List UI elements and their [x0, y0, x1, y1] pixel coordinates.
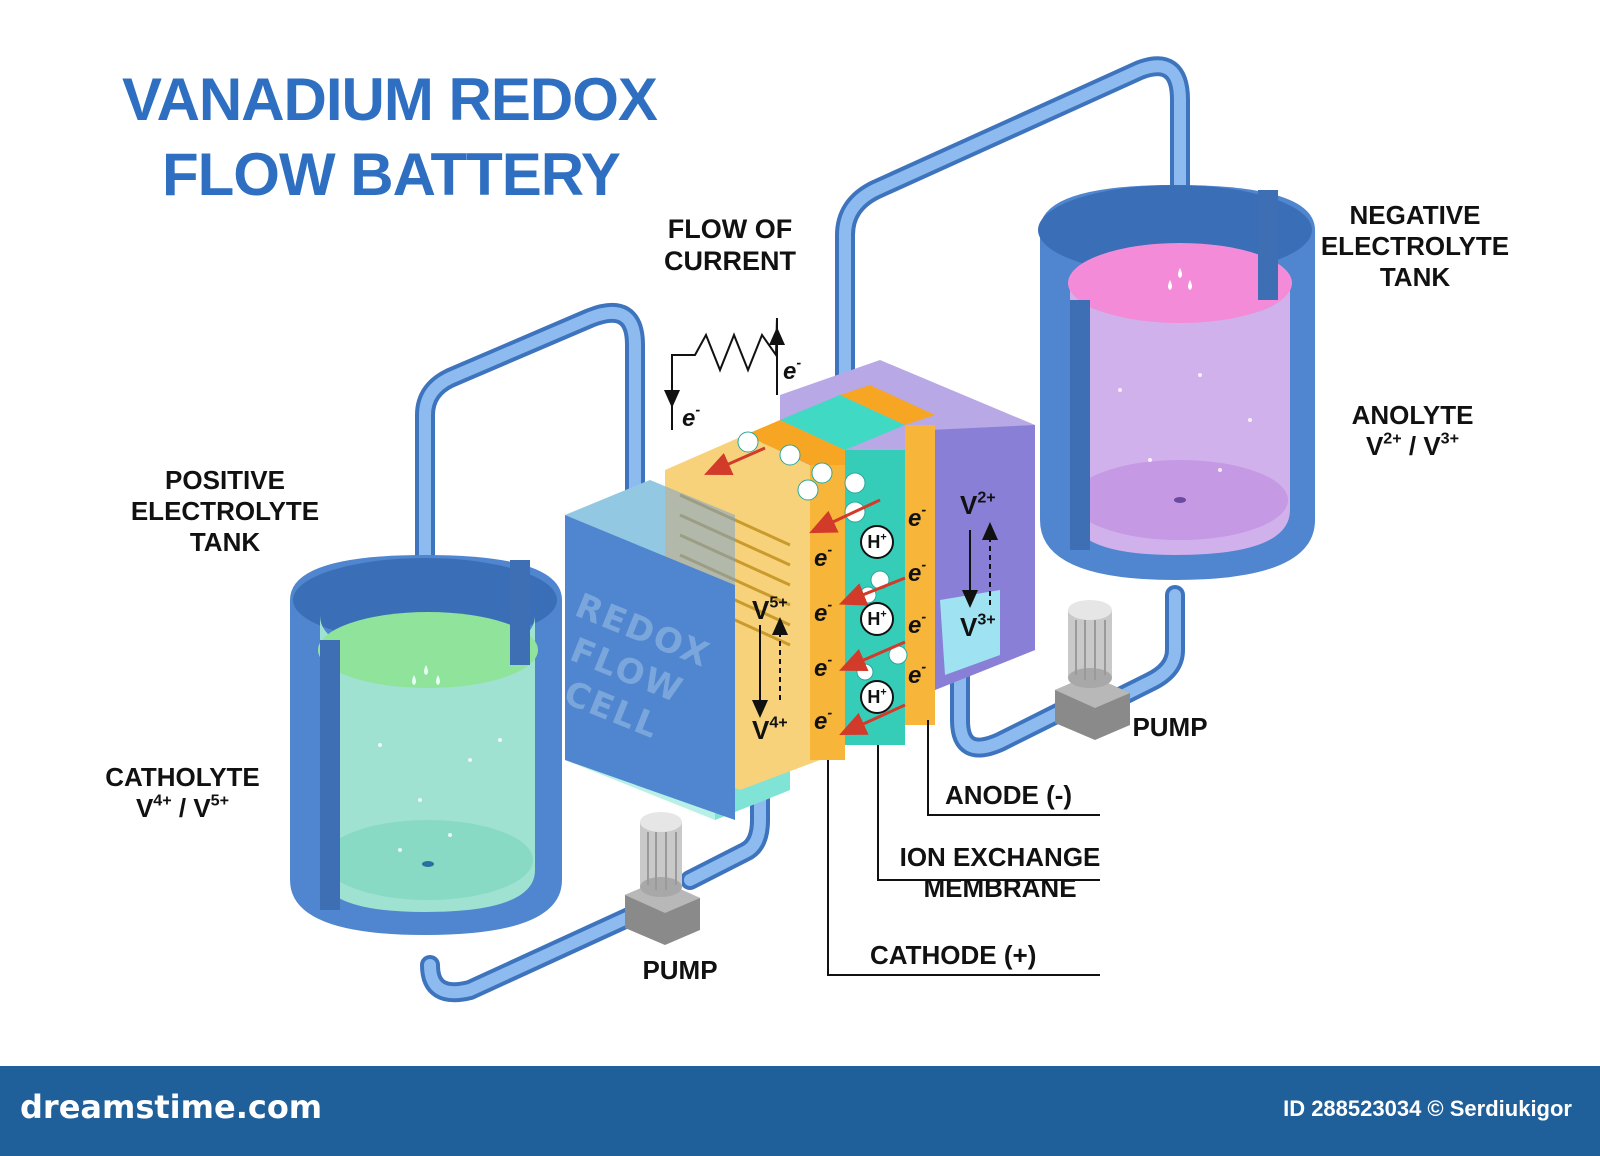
pipes: [415, 56, 1190, 1003]
electron-anode-3: e-: [908, 609, 927, 639]
leader-cathode: [827, 760, 1100, 976]
external-circuit: [664, 317, 785, 430]
pump-left-label: PUMP: [642, 955, 718, 985]
page-title: VANADIUM REDOX FLOW BATTERY: [122, 62, 658, 212]
electron-cathode-1: e-: [814, 542, 833, 572]
anode-plate: [905, 425, 935, 725]
electron-anode-4: e-: [908, 659, 927, 689]
positive-electrolyte-tank: [290, 555, 562, 935]
electron-cathode-2: e-: [814, 597, 833, 627]
ion-v3-label: V3+: [960, 610, 996, 642]
flow-of-current-label: FLOW OF CURRENT: [664, 214, 796, 277]
positive-tank-label: POSITIVE ELECTROLYTE TANK: [130, 465, 320, 558]
catholyte-label: CATHOLYTE V4+ / V5+: [95, 762, 270, 824]
cathode-label: CATHODE (+): [870, 940, 1037, 970]
membrane-label: ION EXCHANGE MEMBRANE: [899, 842, 1101, 904]
leader-lines: [827, 720, 1100, 976]
leader-membrane: [877, 745, 1100, 881]
pump-right-label: PUMP: [1132, 712, 1208, 742]
anode-label: ANODE (-): [945, 780, 1073, 810]
electron-label-circuit-left: e-: [682, 402, 701, 432]
title-line-1: VANADIUM REDOX: [122, 66, 658, 133]
cell-front-panel: [565, 515, 735, 820]
ion-v4-label: V4+: [752, 713, 788, 745]
electron-anode-2: e-: [908, 557, 927, 587]
electron-label-circuit-right: e-: [783, 355, 802, 385]
footer-brand[interactable]: dreamstime.com: [20, 1088, 323, 1126]
pump-right: [1055, 600, 1130, 740]
footer-image-id: ID 288523034 © Serdiukigor: [1283, 1096, 1572, 1121]
proton-ion-2: H+: [860, 602, 894, 636]
electron-cathode-4: e-: [814, 705, 833, 735]
electron-cathode-3: e-: [814, 652, 833, 682]
leader-anode: [927, 720, 1100, 816]
catholyte-formula: V4+ / V5+: [135, 791, 230, 824]
proton-ion-3: H+: [860, 680, 894, 714]
anolyte-label: ANOLYTE V2+ / V3+: [1330, 400, 1495, 462]
title-line-2: FLOW BATTERY: [162, 141, 621, 208]
footer-bar: dreamstime.com ID 288523034 © Serdiukigo…: [0, 1066, 1600, 1156]
ion-v2-label: V2+: [960, 488, 996, 520]
electron-anode-1: e-: [908, 502, 927, 532]
ion-v5-label: V5+: [752, 593, 788, 625]
proton-ion-1: H+: [860, 525, 894, 559]
pump-left: [625, 812, 700, 945]
negative-electrolyte-tank: [1038, 185, 1315, 580]
negative-tank-label: NEGATIVE ELECTROLYTE TANK: [1320, 200, 1510, 293]
anolyte-formula: V2+ / V3+: [1365, 429, 1460, 462]
